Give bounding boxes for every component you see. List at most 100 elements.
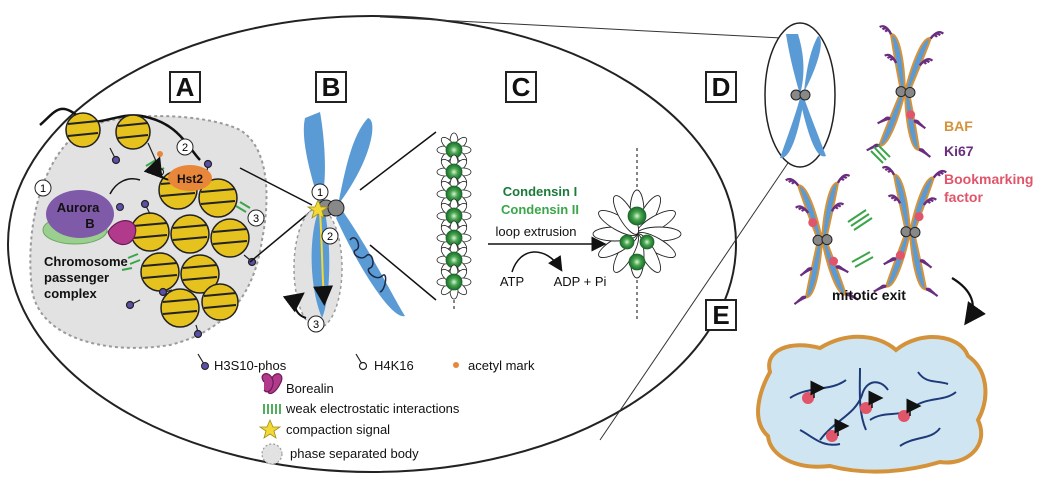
ki67-coat <box>884 53 897 64</box>
zoom-line-a-top <box>239 167 313 206</box>
atp-label: ATP <box>500 274 524 289</box>
svg-text:2: 2 <box>182 142 188 154</box>
mitotic-chromosome <box>785 173 859 305</box>
ki67-coat <box>887 194 901 204</box>
ki67-coat <box>913 120 927 130</box>
atp-hydrolysis-arrow <box>511 251 563 273</box>
panel-label-c: C <box>505 71 537 103</box>
legend-weak-interactions: weak electrostatic interactions <box>263 401 460 416</box>
chromosome-arm <box>338 118 373 205</box>
cpc-label-3: complex <box>44 286 98 301</box>
mitotic-exit-arrow <box>951 277 986 326</box>
bookmarking-label-2: factor <box>944 189 983 205</box>
condensin-loop <box>436 220 472 256</box>
zoom-line-a-bottom <box>249 211 311 263</box>
panel-label-a: A <box>169 71 201 103</box>
mitotic-chromosome <box>866 25 945 158</box>
ki67-coat <box>918 148 932 158</box>
ki67-coat <box>883 258 897 266</box>
bookmark-factor <box>895 250 905 260</box>
ki67-coat <box>873 285 887 293</box>
svg-text:1: 1 <box>317 187 323 199</box>
h3s10-phos-marks <box>109 147 257 339</box>
ki67-coat <box>785 177 800 187</box>
legend-h3s10: H3S10-phos <box>197 353 287 373</box>
ki67-coat <box>879 25 892 35</box>
condensin-loop-array <box>436 132 472 300</box>
panel-e: mitotic exit <box>756 277 988 474</box>
nucleosome <box>140 252 180 292</box>
panel-label-b: B <box>315 71 347 103</box>
condensed-dna-coil <box>349 237 387 293</box>
condensin-loop <box>436 264 472 300</box>
mitotic-exit-label: mitotic exit <box>832 287 906 303</box>
ki67-coat <box>835 266 849 274</box>
hst2-protein <box>168 165 212 191</box>
nucleosome <box>198 178 238 218</box>
legend-borealin: Borealin <box>261 373 334 396</box>
zoom-line-b-top <box>359 131 437 191</box>
condensin-ring <box>628 253 646 271</box>
aurora-arrow <box>109 178 141 195</box>
legend: H3S10-phos H4K16 acetyl mark Borealin we… <box>197 353 535 465</box>
condensin-loop <box>436 132 472 168</box>
nucleosome <box>170 214 210 254</box>
panel-label-e: E <box>705 299 737 331</box>
ki67-coat <box>837 173 851 184</box>
mitotic-chromosome <box>780 34 826 159</box>
svg-text:acetyl mark: acetyl mark <box>468 358 535 373</box>
legend-acetyl: acetyl mark <box>453 358 535 373</box>
step-marker-b3: 3 <box>307 315 325 333</box>
svg-text:C: C <box>512 72 531 102</box>
zoom-connector-bottom <box>599 159 791 441</box>
compaction-star <box>306 198 330 219</box>
legend-h4k16: H4K16 <box>355 353 414 373</box>
chromosome-arm <box>303 112 325 205</box>
svg-text:2: 2 <box>327 231 333 243</box>
bookmarked-genes <box>802 380 922 442</box>
svg-text:weak electrostatic interaction: weak electrostatic interactions <box>285 401 460 416</box>
aurora-b-kinase <box>46 190 114 238</box>
nucleosome <box>160 288 200 328</box>
extruded-loop-cluster <box>592 189 682 279</box>
svg-text:H3S10-phos: H3S10-phos <box>214 358 287 373</box>
bookmarking-label: Bookmarking <box>944 171 1033 187</box>
ki67-coat <box>881 165 895 176</box>
ki67-coat <box>929 31 945 40</box>
bookmark-factor <box>914 212 924 222</box>
panel-label-d: D <box>705 71 737 103</box>
panel-b: 1 2 3 <box>282 112 437 333</box>
svg-text:H4K16: H4K16 <box>374 358 414 373</box>
h3s10-phos-mark <box>116 203 124 211</box>
svg-text:phase separated body: phase separated body <box>290 446 419 461</box>
borealin-loop <box>107 220 137 245</box>
ki67-coat <box>925 288 939 297</box>
legend-compaction: compaction signal <box>258 418 390 439</box>
ki67-coat <box>918 58 934 67</box>
step-marker-a1: 1 <box>34 179 52 197</box>
bookmark-factor <box>906 110 916 120</box>
svg-text:3: 3 <box>313 319 319 331</box>
svg-text:D: D <box>712 72 731 102</box>
step-marker-b2: 2 <box>321 227 339 245</box>
svg-text:A: A <box>176 72 195 102</box>
ki67-coat <box>877 117 891 125</box>
svg-text:B: B <box>322 72 341 102</box>
ki67-label: Ki67 <box>944 143 974 159</box>
acetyl-mark <box>157 151 163 157</box>
centromere <box>327 199 345 217</box>
mitotic-chromosome <box>873 165 947 297</box>
svg-text:3: 3 <box>253 213 259 225</box>
loop-extrusion-label: loop extrusion <box>496 224 577 239</box>
bookmark-factor <box>898 398 922 422</box>
panel-a: Hst2 1 2 3 Aurora B Chromosome passenger… <box>29 107 313 349</box>
adp-label: ADP + Pi <box>554 274 607 289</box>
cpc-label-1: Chromosome <box>44 254 128 269</box>
aurora-b-label-2: B <box>85 216 94 231</box>
ki67-coat <box>799 267 813 277</box>
ki67-coat <box>919 259 933 269</box>
svg-text:1: 1 <box>40 183 46 195</box>
ki67-coat <box>795 205 809 214</box>
nucleosome <box>210 218 250 258</box>
